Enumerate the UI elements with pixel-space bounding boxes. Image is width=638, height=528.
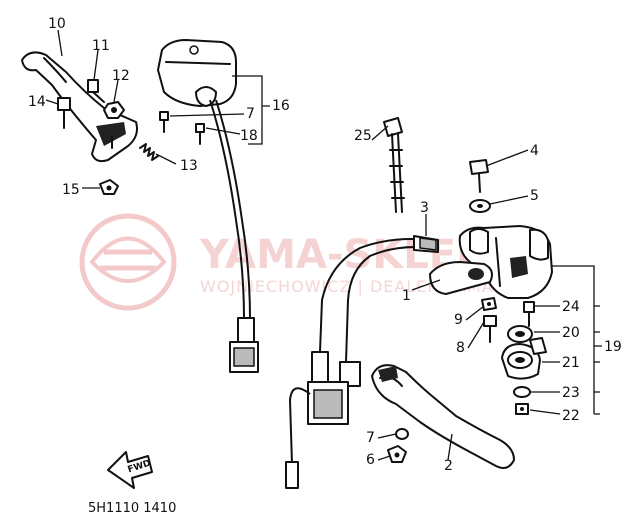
callout-15: 15: [62, 182, 80, 198]
right-wire-harness: [285, 235, 439, 489]
callout-10: 10: [48, 16, 66, 32]
callout-9: 9: [454, 312, 463, 328]
callout-14: 14: [28, 94, 46, 110]
switch-assembly-part-19: [458, 225, 553, 299]
callout-8: 8: [456, 340, 465, 356]
screw-part-9: [481, 297, 497, 311]
callout-19: 19: [604, 339, 622, 355]
callout-16: 16: [272, 98, 290, 114]
callout-3: 3: [420, 200, 429, 216]
callout-4: 4: [530, 143, 539, 159]
screw-part-18: [195, 123, 205, 145]
callout-20: 20: [562, 325, 580, 341]
washer-part-20: [507, 325, 533, 343]
screw-part-24: [523, 301, 535, 327]
callout-7-left: 7: [246, 106, 255, 122]
fwd-arrow-icon: FWD: [107, 451, 153, 489]
screw-part-22: [515, 403, 529, 415]
washer-part-23: [513, 386, 531, 398]
spring-part-13: [139, 143, 159, 161]
callouts: 10 11 12 14 13 15 7 18 16 25 4 5 3 1 9 8…: [28, 16, 622, 474]
nut-part-12: [103, 101, 125, 119]
leader-lines: [45, 29, 602, 461]
nut-part-6: [387, 445, 407, 463]
callout-22: 22: [562, 408, 580, 424]
callout-6: 6: [366, 452, 375, 468]
callout-2: 2: [444, 458, 453, 474]
callout-5: 5: [530, 188, 539, 204]
cable-tie-part-25: [383, 117, 405, 213]
callout-11: 11: [92, 38, 110, 54]
screw-part-4: [469, 159, 489, 193]
clip-part-7-lower: [395, 428, 409, 440]
nut-part-15: [99, 179, 119, 195]
callout-12: 12: [112, 68, 130, 84]
callout-7-right: 7: [366, 430, 375, 446]
lever-part-10: [21, 51, 138, 163]
switch-housing-part-16: [157, 39, 237, 107]
lever-holder-part-1: [429, 261, 493, 295]
screw-part-8: [483, 315, 497, 343]
callout-13: 13: [180, 158, 198, 174]
screw-part-11: [87, 79, 105, 103]
screw-part-7-left: [159, 111, 169, 133]
callout-23: 23: [562, 385, 580, 401]
left-wire-harness: [209, 99, 259, 373]
callout-25: 25: [354, 128, 372, 144]
figure-code: 5H1110 1410: [88, 501, 176, 516]
callout-1: 1: [402, 288, 411, 304]
watermark-logo: [79, 213, 177, 311]
lever-part-2: [371, 364, 515, 469]
callout-24: 24: [562, 299, 580, 315]
callout-18: 18: [240, 128, 258, 144]
bolt-part-14: [57, 97, 71, 129]
callout-21: 21: [562, 355, 580, 371]
switch-part-21: [501, 337, 547, 380]
washer-part-5: [469, 199, 491, 213]
